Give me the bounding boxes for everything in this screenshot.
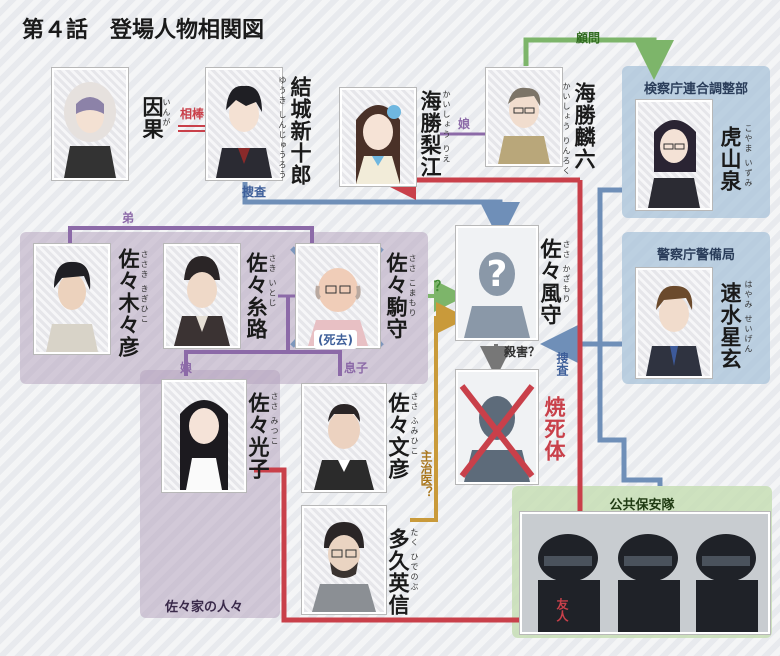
label-shoushi-i: 主治医？: [419, 450, 433, 498]
name-kaishou-rinroku: 海勝麟六: [572, 82, 597, 170]
portrait-hayami[interactable]: [636, 268, 712, 378]
ruby-kaishou-rie: かいしょう りえ: [442, 90, 451, 165]
portrait-mitsuko[interactable]: [162, 380, 246, 492]
portrait-kazamori[interactable]: ?: [456, 226, 538, 340]
label-satsugai: 殺害？: [504, 345, 541, 359]
name-yuuki: 結城新十郎: [288, 76, 313, 186]
page-title: 第４話 登場人物相関図: [22, 17, 265, 43]
svg-text:?: ?: [487, 254, 508, 295]
name-komamori: 佐々駒守: [384, 252, 409, 340]
name-itoji: 佐々糸路: [244, 252, 269, 340]
label-sousa-right: 捜査: [555, 352, 569, 376]
label-burned-body: 焼死体: [542, 396, 567, 462]
name-taku: 多久英信: [386, 528, 411, 616]
ruby-koyama: こやま いずみ: [744, 124, 753, 189]
name-inga: 因果: [140, 96, 165, 140]
portrait-sasaki[interactable]: [34, 244, 110, 354]
name-sasaki: 佐々木々彦: [116, 248, 141, 358]
name-koyama: 虎山泉: [718, 126, 743, 192]
ruby-yuuki: ゆうき しんじゅうろう: [278, 76, 287, 181]
label-otouto: 弟: [122, 211, 135, 225]
portrait-security-squad[interactable]: [520, 512, 770, 634]
ruby-komamori: ささ こまもり: [408, 254, 417, 319]
ruby-mitsuko: ささ みつこ: [270, 392, 279, 447]
ruby-inga: いんが: [162, 98, 171, 128]
ruby-sasaki: ささき きぎひこ: [140, 250, 149, 325]
label-question: ？: [434, 279, 448, 295]
portrait-koyama[interactable]: [636, 100, 712, 210]
ruby-itoji: さき いとじ: [268, 254, 277, 309]
ruby-kazamori: ささ かざもり: [562, 240, 571, 305]
label-musume-mid: 娘: [180, 361, 193, 375]
ruby-taku: たく ひでのぶ: [410, 528, 419, 593]
name-kaishou-rie: 海勝梨江: [418, 90, 443, 178]
name-mitsuko: 佐々光子: [246, 392, 271, 480]
label-sousa-left: 捜査: [242, 185, 267, 199]
label-yuujin: 友人: [555, 598, 569, 622]
komamori-deceased-badge: (死去): [314, 330, 357, 349]
kensatsu-label: 検察庁連合調整部: [643, 82, 748, 97]
ruby-fumihiko: ささ ふみひこ: [410, 392, 419, 457]
portrait-kaishou-rie[interactable]: [340, 88, 416, 186]
label-aibou: 相棒: [180, 107, 205, 121]
name-kazamori: 佐々風守: [538, 238, 563, 326]
label-komon: 顧問: [576, 31, 601, 45]
portrait-kaishou-rinroku[interactable]: [486, 68, 562, 166]
sasa-family-label: 佐々家の人々: [165, 600, 244, 615]
label-musuko: 息子: [344, 361, 369, 375]
keisatsu-label: 警察庁警備局: [656, 248, 735, 263]
portrait-taku[interactable]: [302, 506, 386, 614]
label-musume-top: 娘: [458, 117, 471, 131]
ruby-kaishou-rinroku: かいしょう りんろく: [562, 82, 571, 177]
name-fumihiko: 佐々文彦: [386, 392, 411, 480]
kokyo-label: 公共保安隊: [609, 498, 675, 513]
portrait-inga[interactable]: [52, 68, 128, 180]
portrait-fumihiko[interactable]: [302, 384, 386, 492]
portrait-yuuki[interactable]: [206, 68, 282, 180]
portrait-itoji[interactable]: [164, 244, 240, 348]
name-hayami: 速水星玄: [718, 282, 743, 370]
portrait-burned-body[interactable]: [456, 370, 538, 484]
ruby-hayami: はやみ せいげん: [744, 280, 753, 355]
